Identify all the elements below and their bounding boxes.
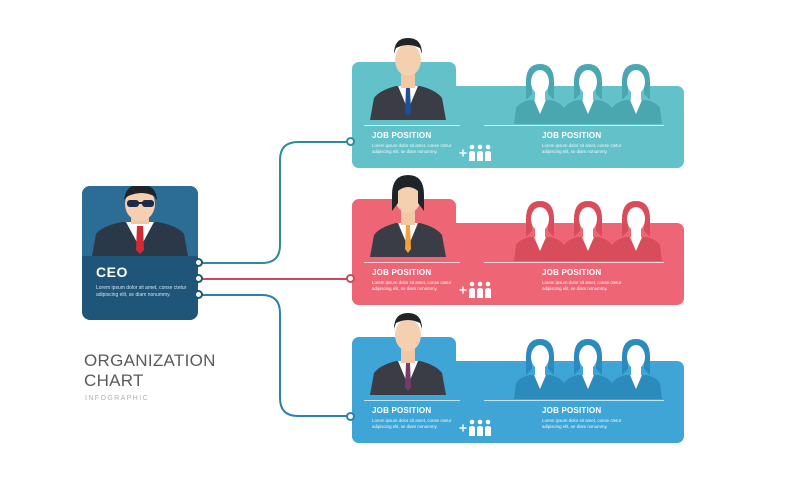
ceo-connector-dot [194,274,203,283]
manager-position-description: Lorem ipsum dolor sit amet, conse ctetur… [372,143,452,154]
ceo-connector-dot [194,290,203,299]
manager-position-title: JOB POSITION [372,131,432,140]
manager-avatar [368,173,448,257]
ceo-avatar [82,186,198,256]
ceo-title: CEO [96,264,128,280]
team-position-description: Lorem ipsum dolor sit amet, conse ctetur… [542,143,622,154]
manager-position-description: Lorem ipsum dolor sit amet, conse ctetur… [372,418,452,429]
divider [484,125,664,126]
divider [484,400,664,401]
ceo-description: Lorem ipsum dolor sit amet, conse ctetur… [96,285,187,298]
add-team-icon [458,144,498,162]
manager-position-title: JOB POSITION [372,406,432,415]
chart-title-line2: CHART [84,371,144,390]
department-row: JOB POSITION Lorem ipsum dolor sit amet, … [346,313,686,443]
row-connector-dot [346,412,355,421]
team-position-title: JOB POSITION [542,131,602,140]
team-position-title: JOB POSITION [542,406,602,415]
chart-subtitle: INFOGRAPHIC [85,395,150,402]
team-avatars [510,201,666,261]
manager-avatar [368,36,448,120]
team-position-title: JOB POSITION [542,268,602,277]
divider [364,125,460,126]
chart-title: ORGANIZATION CHART [84,351,216,391]
team-avatars [510,64,666,124]
row-connector-dot [346,137,355,146]
divider [364,400,460,401]
team-position-description: Lorem ipsum dolor sit amet, conse ctetur… [542,280,622,291]
chart-title-line1: ORGANIZATION [84,351,216,370]
team-avatars [510,339,666,399]
add-team-icon [458,419,498,437]
team-position-description: Lorem ipsum dolor sit amet, conse ctetur… [542,418,622,429]
divider [484,262,664,263]
department-row: JOB POSITION Lorem ipsum dolor sit amet, … [346,38,686,168]
ceo-card: CEO Lorem ipsum dolor sit amet, conse ct… [82,186,198,320]
manager-position-description: Lorem ipsum dolor sit amet, conse ctetur… [372,280,452,291]
row-connector-dot [346,274,355,283]
ceo-connector-dot [194,258,203,267]
divider [364,262,460,263]
add-team-icon [458,281,498,299]
manager-avatar [368,311,448,395]
manager-position-title: JOB POSITION [372,268,432,277]
department-row: JOB POSITION Lorem ipsum dolor sit amet, … [346,175,686,305]
